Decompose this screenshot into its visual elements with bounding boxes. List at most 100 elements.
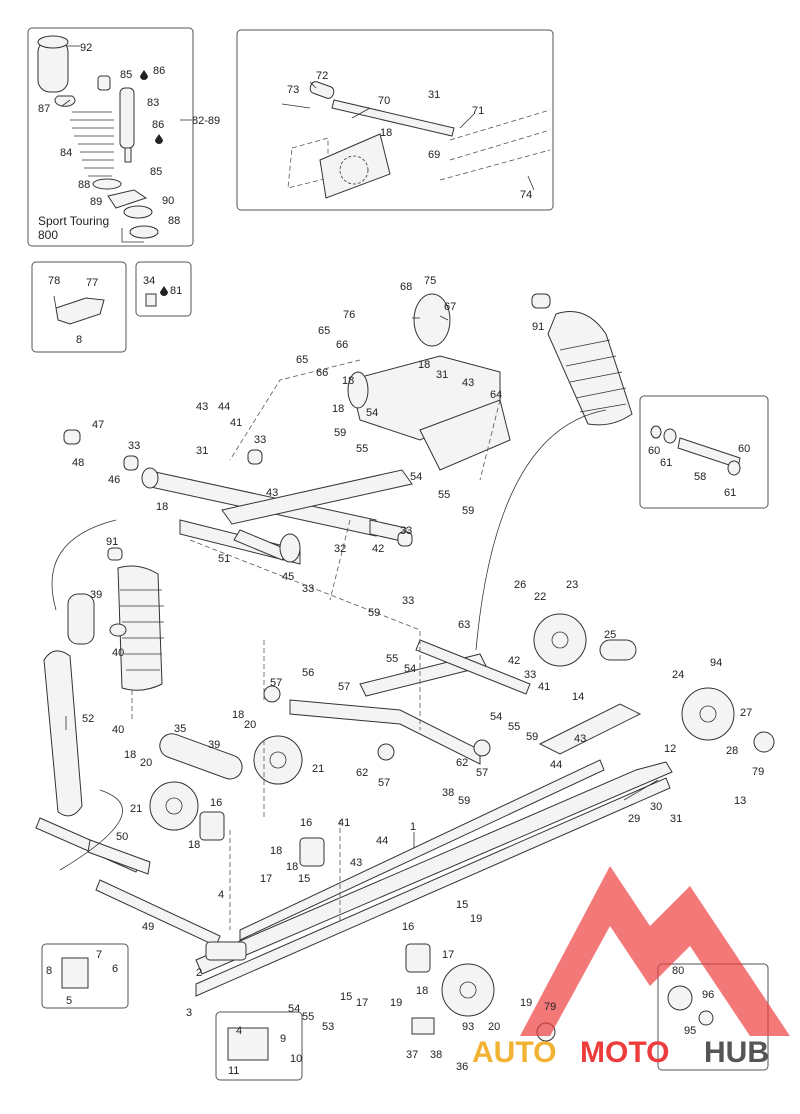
- callout-96: 96: [702, 989, 714, 1001]
- callout-81: 81: [170, 285, 182, 297]
- callout-49: 49: [142, 921, 154, 933]
- callout-70: 70: [378, 95, 390, 107]
- callout-83: 83: [147, 97, 159, 109]
- callout-38: 38: [430, 1049, 442, 1061]
- callout-89: 89: [90, 196, 102, 208]
- callout-4: 4: [236, 1025, 242, 1037]
- callout-40: 40: [112, 647, 124, 659]
- callout-71: 71: [472, 105, 484, 117]
- callout-77: 77: [86, 277, 98, 289]
- callout-79: 79: [752, 766, 764, 778]
- callout-66: 66: [336, 339, 348, 351]
- callout-40: 40: [112, 724, 124, 736]
- callout-19: 19: [470, 913, 482, 925]
- callout-58: 58: [694, 471, 706, 483]
- callout-62: 62: [456, 757, 468, 769]
- callout-85: 85: [120, 69, 132, 81]
- watermark-text-moto: MOTO: [580, 1036, 669, 1069]
- callout-50: 50: [116, 831, 128, 843]
- callout-52: 52: [82, 713, 94, 725]
- callout-18: 18: [380, 127, 392, 139]
- callout-54: 54: [288, 1003, 300, 1015]
- callout-88: 88: [168, 215, 180, 227]
- inset-box-grease-fitting: [135, 261, 192, 317]
- callout-61: 61: [660, 457, 672, 469]
- callout-54: 54: [410, 471, 422, 483]
- callout-53: 53: [322, 1021, 334, 1033]
- front-arm-pivot-group: [229, 293, 511, 481]
- callout-30: 30: [650, 801, 662, 813]
- callout-67: 67: [444, 301, 456, 313]
- callout-43: 43: [574, 733, 586, 745]
- callout-19: 19: [390, 997, 402, 1009]
- callout-16: 16: [300, 817, 312, 829]
- callout-60: 60: [738, 443, 750, 455]
- callout-17: 17: [356, 997, 368, 1009]
- callout-55: 55: [438, 489, 450, 501]
- callout-20: 20: [488, 1021, 500, 1033]
- callout-69: 69: [428, 149, 440, 161]
- callout-66: 66: [316, 367, 328, 379]
- callout-39: 39: [90, 589, 102, 601]
- callout-73: 73: [287, 84, 299, 96]
- callout-84: 84: [60, 147, 72, 159]
- callout-36: 36: [456, 1061, 468, 1073]
- callout-8: 8: [76, 334, 82, 346]
- callout-25: 25: [604, 629, 616, 641]
- inset-box-stopper: [41, 943, 129, 1009]
- shock-kit-parts: [37, 35, 163, 243]
- callout-38: 38: [442, 787, 454, 799]
- callout-54: 54: [366, 407, 378, 419]
- callout-42: 42: [508, 655, 520, 667]
- callout-65: 65: [318, 325, 330, 337]
- callout-56: 56: [302, 667, 314, 679]
- callout-65: 65: [296, 354, 308, 366]
- callout-59: 59: [368, 607, 380, 619]
- callout-33: 33: [402, 595, 414, 607]
- callout-43: 43: [462, 377, 474, 389]
- shaft-parts: [650, 425, 741, 476]
- watermark-text-auto: AUTO: [472, 1036, 556, 1069]
- callout-91: 91: [532, 321, 544, 333]
- callout-74: 74: [520, 189, 532, 201]
- callout-45: 45: [282, 571, 294, 583]
- callout-95: 95: [684, 1025, 696, 1037]
- callout-33: 33: [302, 583, 314, 595]
- callout-21: 21: [312, 763, 324, 775]
- rear-shock: [531, 293, 633, 426]
- inset-box-shaft: [639, 395, 769, 509]
- callout-18: 18: [286, 861, 298, 873]
- callout-46: 46: [108, 474, 120, 486]
- callout-28: 28: [726, 745, 738, 757]
- callout-33: 33: [400, 525, 412, 537]
- callout-41: 41: [230, 417, 242, 429]
- inset-box-shock-kit: [27, 27, 194, 247]
- callout-15: 15: [340, 991, 352, 1003]
- callout-5: 5: [66, 995, 72, 1007]
- callout-57: 57: [270, 677, 282, 689]
- rear-swing-arm: [263, 639, 531, 765]
- callout-14: 14: [572, 691, 584, 703]
- callout-93: 93: [462, 1021, 474, 1033]
- callout-63: 63: [458, 619, 470, 631]
- callout-9: 9: [280, 1033, 286, 1045]
- callout-17: 17: [260, 873, 272, 885]
- shock-kit-range-label: 82-89: [192, 115, 220, 127]
- callout-59: 59: [526, 731, 538, 743]
- callout-18: 18: [232, 709, 244, 721]
- callout-85: 85: [150, 166, 162, 178]
- callout-27: 27: [740, 707, 752, 719]
- callout-1: 1: [410, 821, 416, 833]
- callout-76: 76: [343, 309, 355, 321]
- callout-94: 94: [710, 657, 722, 669]
- callout-15: 15: [298, 873, 310, 885]
- callout-33: 33: [128, 440, 140, 452]
- callout-87: 87: [38, 103, 50, 115]
- callout-79: 79: [544, 1001, 556, 1013]
- callout-13: 13: [734, 795, 746, 807]
- callout-8: 8: [46, 965, 52, 977]
- callout-18: 18: [332, 403, 344, 415]
- callout-59: 59: [462, 505, 474, 517]
- callout-29: 29: [628, 813, 640, 825]
- callout-31: 31: [428, 89, 440, 101]
